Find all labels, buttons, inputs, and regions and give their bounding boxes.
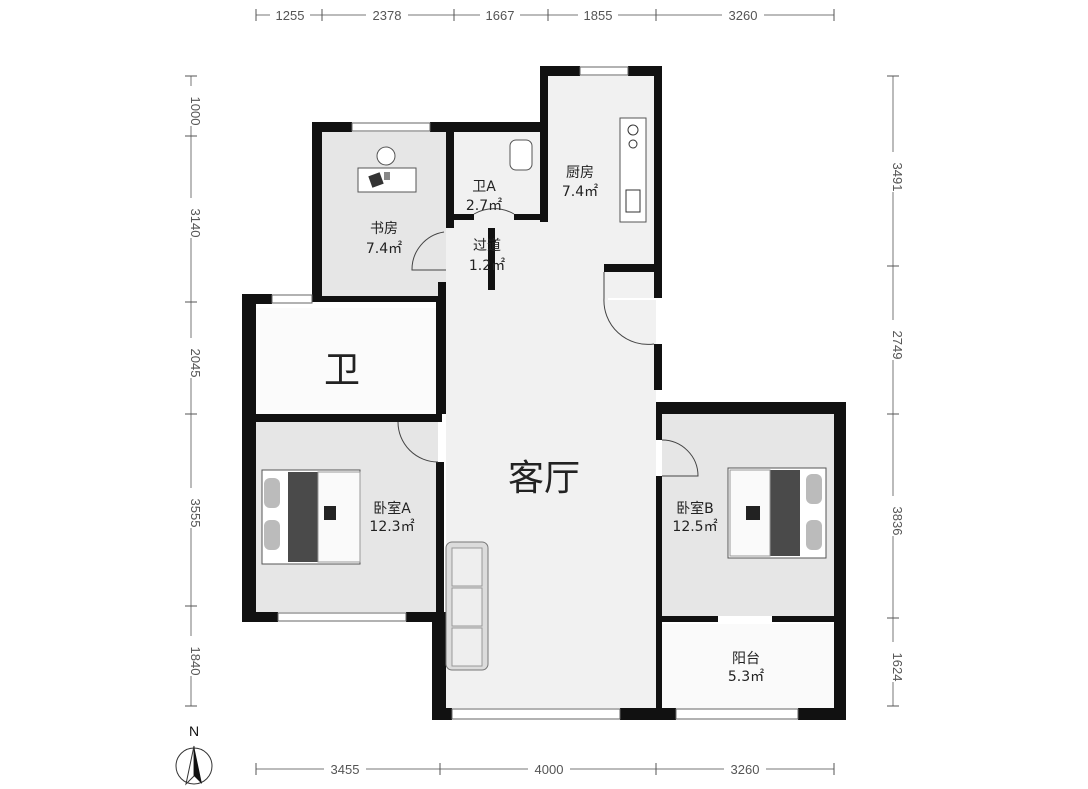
kitchen-window bbox=[579, 66, 629, 76]
bath-floor bbox=[256, 308, 440, 414]
dim-top-1: 1255 bbox=[276, 8, 305, 23]
toilet bbox=[509, 139, 533, 171]
bath-a-door bbox=[473, 208, 515, 215]
hallway-floor bbox=[446, 220, 608, 300]
bedroom-a-name: 卧室A bbox=[373, 500, 411, 517]
bedroom-b-door bbox=[661, 439, 699, 477]
bed-b bbox=[727, 467, 827, 559]
balcony-floor bbox=[662, 624, 834, 710]
bedroom-a-area: 12.3㎡ bbox=[369, 519, 414, 535]
dim-right-1: 3491 bbox=[890, 163, 905, 192]
dim-left-1: 1000 bbox=[188, 97, 203, 126]
bath-a-name: 卫A bbox=[472, 179, 496, 195]
windows bbox=[271, 66, 799, 720]
floor-areas bbox=[256, 76, 834, 710]
north-label: N bbox=[189, 723, 199, 739]
dim-top-2: 2378 bbox=[373, 8, 402, 23]
dim-bottom-1: 3455 bbox=[331, 762, 360, 777]
dim-right-4: 1624 bbox=[890, 653, 905, 682]
kitchen-area: 7.4㎡ bbox=[562, 184, 598, 200]
bedroom-b-area: 12.5㎡ bbox=[672, 519, 717, 535]
dim-left-2: 3140 bbox=[188, 209, 203, 238]
kitchen-door bbox=[603, 272, 655, 345]
study-name: 书房 bbox=[370, 221, 398, 237]
balcony-area: 5.3㎡ bbox=[728, 669, 764, 685]
sofa bbox=[445, 541, 489, 671]
bath-name: 卫 bbox=[324, 350, 360, 391]
dim-left-5: 1840 bbox=[188, 647, 203, 676]
study-window bbox=[351, 122, 431, 132]
dim-top-4: 1855 bbox=[584, 8, 613, 23]
bedroom-b-name: 卧室B bbox=[676, 500, 714, 517]
dim-right-2: 2749 bbox=[890, 331, 905, 360]
bath-a-area: 2.7㎡ bbox=[466, 198, 502, 214]
hallway-area: 1.2㎡ bbox=[469, 258, 505, 274]
hallway-name: 过道 bbox=[473, 238, 501, 254]
living-name: 客厅 bbox=[508, 458, 580, 499]
doors bbox=[397, 208, 699, 477]
furniture bbox=[261, 117, 827, 671]
balcony-name: 阳台 bbox=[732, 651, 760, 667]
study-area: 7.4㎡ bbox=[366, 241, 402, 257]
study-door bbox=[411, 231, 446, 271]
north-compass: N bbox=[175, 723, 213, 786]
dimension-lines bbox=[185, 6, 899, 778]
dim-top-5: 3260 bbox=[729, 8, 758, 23]
dim-right-3: 3836 bbox=[890, 507, 905, 536]
bedroom-a-door bbox=[397, 421, 439, 463]
dim-left-3: 2045 bbox=[188, 349, 203, 378]
room-labels: 书房 7.4㎡ 卫A 2.7㎡ 厨房 7.4㎡ 过道 1.2㎡ 卫 客厅 卧室A… bbox=[324, 165, 764, 685]
desk bbox=[357, 146, 417, 193]
walls bbox=[242, 66, 846, 720]
balcony-window bbox=[675, 708, 799, 720]
bath-window bbox=[271, 294, 313, 304]
dim-top-3: 1667 bbox=[486, 8, 515, 23]
living-window bbox=[451, 708, 621, 720]
dim-left-4: 3555 bbox=[188, 499, 203, 528]
bed-a bbox=[261, 469, 361, 565]
dim-bottom-3: 3260 bbox=[731, 762, 760, 777]
kitchen-counter bbox=[619, 117, 647, 223]
bedroom-a-window bbox=[277, 612, 407, 622]
kitchen-name: 厨房 bbox=[566, 165, 594, 181]
dimension-labels: 1255 2378 1667 1855 3260 3455 4000 3260 … bbox=[182, 8, 905, 777]
dim-bottom-2: 4000 bbox=[535, 762, 564, 777]
